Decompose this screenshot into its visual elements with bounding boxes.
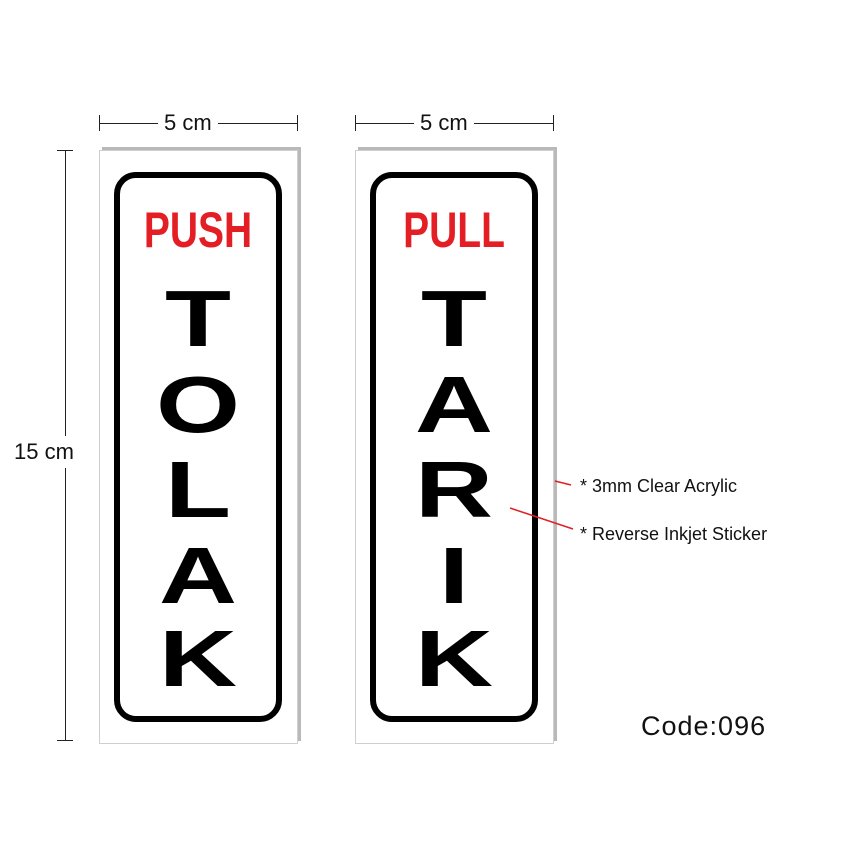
sign-letter: R (414, 445, 494, 534)
note-acrylic: * 3mm Clear Acrylic (580, 476, 738, 496)
sign-letter: T (421, 274, 487, 363)
sign-pull-tarik: PULL T A R I K (355, 150, 554, 744)
sign-letter: O (155, 360, 240, 449)
height-label: 15 cm (12, 436, 76, 468)
sign-letter: K (158, 614, 238, 703)
sign-title: PULL (403, 202, 505, 258)
callout-line-sticker (509, 507, 574, 530)
note-sticker: * Reverse Inkjet Sticker (580, 524, 768, 544)
sign-letter: A (158, 531, 238, 620)
sign-border: PUSH T O L A K (114, 172, 282, 722)
sign-push-tolak: PUSH T O L A K (99, 150, 298, 744)
sign-letter: A (414, 360, 494, 449)
dim-tick (297, 115, 298, 131)
width-label: 5 cm (414, 111, 474, 135)
sign-letter: K (414, 614, 494, 703)
sign-letter: T (165, 274, 231, 363)
product-code: Code:096 (641, 711, 767, 741)
dim-tick (553, 115, 554, 131)
sign-letter: I (438, 531, 469, 620)
dim-tick (57, 740, 73, 741)
sign-letter: L (165, 445, 231, 534)
callout-line-acrylic (554, 480, 572, 486)
sign-title: PUSH (143, 202, 253, 258)
sign-border: PULL T A R I K (370, 172, 538, 722)
width-label: 5 cm (158, 111, 218, 135)
